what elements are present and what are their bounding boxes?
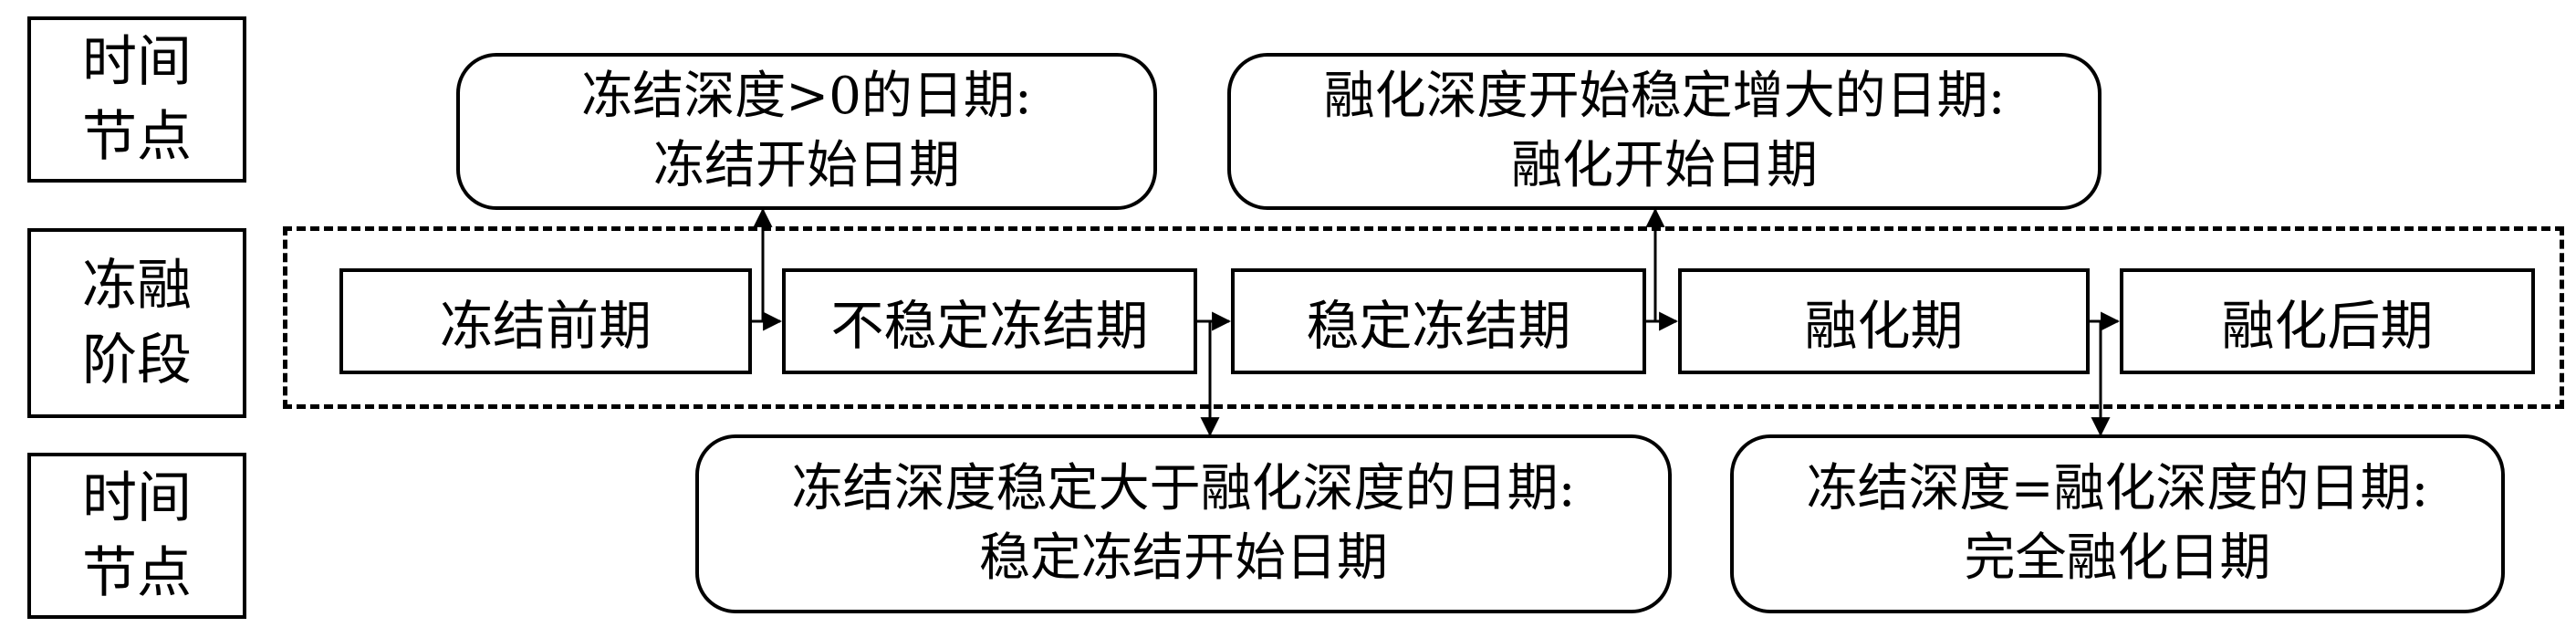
row-label-bottom-line1: 时间 bbox=[82, 466, 192, 530]
node-thaw-start-line2: 融化开始日期 bbox=[1511, 136, 1818, 195]
stage-pre-freeze-label: 冻结前期 bbox=[439, 295, 652, 357]
node-freeze-start-line1: 冻结深度>0的日期: bbox=[581, 67, 1032, 126]
stage-post-thaw: 融化后期 bbox=[2120, 268, 2535, 374]
row-label-top-line2: 节点 bbox=[82, 105, 192, 169]
node-thaw-start-line1: 融化深度开始稳定增大的日期: bbox=[1323, 67, 2006, 126]
row-label-bottom-line2: 节点 bbox=[82, 541, 192, 605]
node-stable-freeze-start-line1: 冻结深度稳定大于融化深度的日期: bbox=[791, 459, 1576, 518]
stage-post-thaw-label: 融化后期 bbox=[2221, 295, 2434, 357]
stage-pre-freeze: 冻结前期 bbox=[339, 268, 752, 374]
node-stable-freeze-start: 冻结深度稳定大于融化深度的日期: 稳定冻结开始日期 bbox=[695, 434, 1672, 613]
stage-unstable-freeze: 不稳定冻结期 bbox=[782, 268, 1197, 374]
row-label-middle-line2: 阶段 bbox=[82, 329, 192, 392]
node-full-thaw: 冻结深度=融化深度的日期: 完全融化日期 bbox=[1730, 434, 2505, 613]
row-label-top: 时间 节点 bbox=[27, 16, 246, 183]
row-label-top-line1: 时间 bbox=[82, 30, 192, 94]
row-label-middle-line1: 冻融 bbox=[82, 254, 192, 318]
node-freeze-start: 冻结深度>0的日期: 冻结开始日期 bbox=[456, 53, 1157, 210]
node-freeze-start-line2: 冻结开始日期 bbox=[653, 136, 960, 195]
stage-unstable-freeze-label: 不稳定冻结期 bbox=[830, 295, 1149, 357]
stage-thaw: 融化期 bbox=[1678, 268, 2090, 374]
node-full-thaw-line2: 完全融化日期 bbox=[1964, 528, 2271, 588]
node-full-thaw-line1: 冻结深度=融化深度的日期: bbox=[1806, 459, 2429, 518]
node-stable-freeze-start-line2: 稳定冻结开始日期 bbox=[979, 528, 1388, 588]
node-thaw-start: 融化深度开始稳定增大的日期: 融化开始日期 bbox=[1227, 53, 2101, 210]
stage-group-dashed-frame bbox=[283, 226, 2564, 409]
stage-thaw-label: 融化期 bbox=[1804, 295, 1964, 357]
row-label-bottom: 时间 节点 bbox=[27, 453, 246, 619]
row-label-middle: 冻融 阶段 bbox=[27, 228, 246, 418]
stage-stable-freeze-label: 稳定冻结期 bbox=[1306, 295, 1571, 357]
stage-stable-freeze: 稳定冻结期 bbox=[1231, 268, 1646, 374]
